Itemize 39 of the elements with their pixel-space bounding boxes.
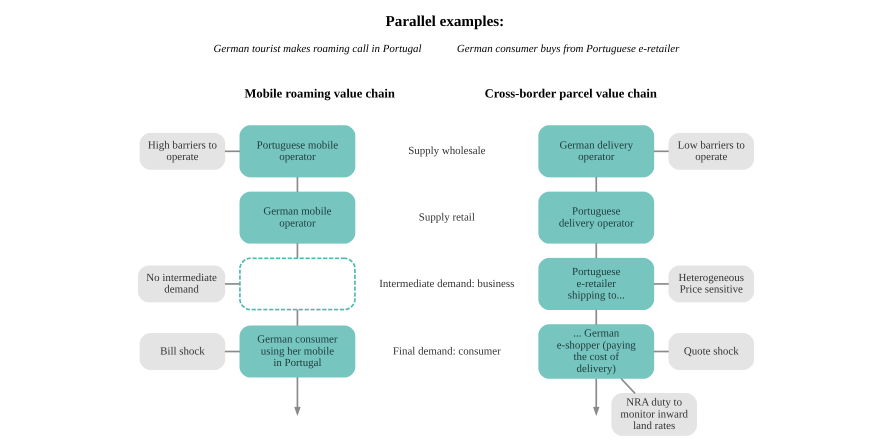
- label: German tourist makes roaming call in Portugal: [212, 43, 422, 56]
- node-box: German consumer using her mobile in Portugal: [239, 326, 355, 378]
- connector: [594, 310, 597, 325]
- node-box: Portuguese e-retailer shipping to...: [538, 258, 654, 310]
- connector: [594, 176, 597, 192]
- arrow: [294, 377, 300, 416]
- connector: [594, 243, 597, 258]
- label: Supply retail: [418, 211, 474, 224]
- label: Cross-border parcel value chain: [484, 86, 656, 101]
- label: Intermediate demand: business: [378, 278, 514, 290]
- node-box: Heterogeneous Price sensitive: [668, 265, 754, 302]
- connector: [224, 350, 240, 352]
- label: Mobile roaming value chain: [244, 86, 394, 101]
- node-box: Bill shock: [139, 333, 225, 370]
- node-box: Portuguese mobile operator: [239, 125, 355, 178]
- node-box: NRA duty to monitor inward land rates: [610, 393, 696, 436]
- connector: [296, 243, 298, 258]
- label: Supply wholesale: [408, 145, 485, 158]
- connector: [224, 150, 240, 152]
- node-box: Quote shock: [668, 333, 754, 370]
- node-box: German mobile operator: [239, 192, 355, 244]
- node-box: ... German e-shopper (paying the cost of delivery): [538, 324, 654, 379]
- label: German consumer buys from Portuguese e-retailer: [456, 43, 679, 56]
- connector: [620, 378, 636, 394]
- connector: [224, 283, 240, 285]
- node-box: Portuguese delivery operator: [538, 192, 654, 244]
- label: Final demand: consumer: [392, 345, 500, 358]
- connector: [653, 350, 668, 352]
- connector: [653, 150, 668, 152]
- connector: [296, 310, 298, 326]
- node-box: High barriers to operate: [139, 132, 225, 170]
- node-box: German delivery operator: [538, 125, 654, 178]
- diagram-title: Parallel examples:: [385, 14, 504, 30]
- node-box: [238, 258, 356, 310]
- node-box: No intermediate demand: [137, 265, 225, 302]
- node-box: Low barriers to operate: [668, 132, 754, 170]
- connector: [653, 283, 668, 285]
- connector: [296, 176, 298, 192]
- arrow: [592, 378, 599, 416]
